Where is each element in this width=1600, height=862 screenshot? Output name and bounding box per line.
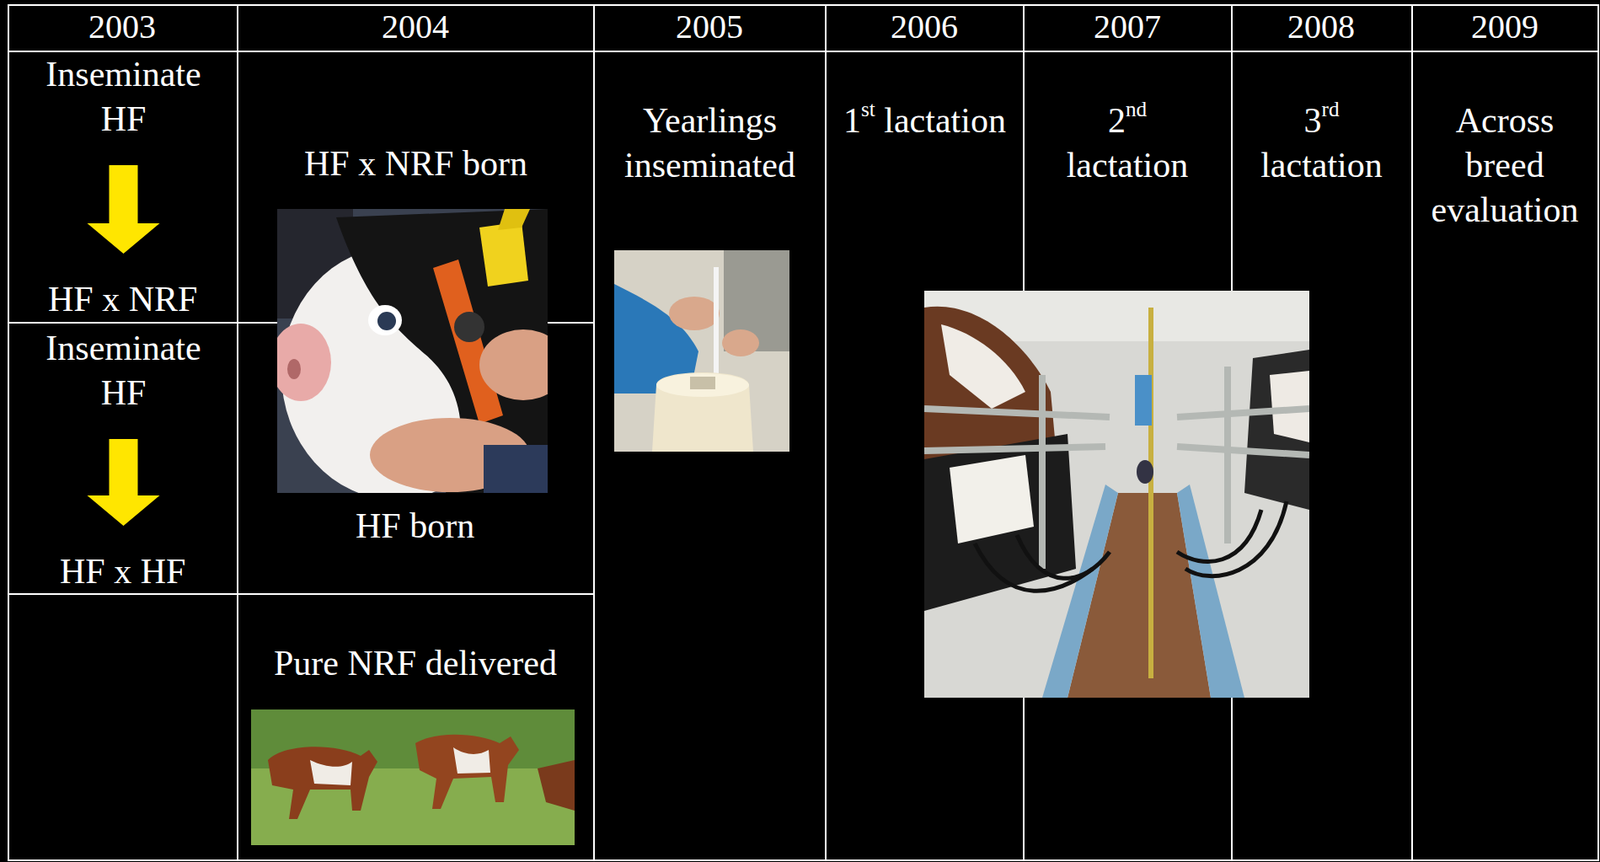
- header-line: [8, 50, 1599, 53]
- evaluation-text: Across breed evaluation: [1415, 98, 1595, 233]
- event-text: Pure NRF delivered: [273, 641, 557, 686]
- event-text: HF x NRF born: [304, 141, 528, 187]
- step-text: Inseminate HF: [28, 52, 219, 142]
- lactation-text: 2nd lactation: [1043, 98, 1212, 188]
- step-text: Inseminate HF: [28, 326, 219, 416]
- block-arrow: [87, 165, 161, 254]
- table-border: [8, 5, 1599, 861]
- node-label: HF born: [355, 503, 475, 549]
- node-label: 2005: [675, 6, 744, 48]
- node-label: HF x NRF born: [304, 141, 528, 187]
- node-label: Inseminate HF: [28, 326, 219, 416]
- year-header: 2004: [381, 6, 450, 48]
- node-label: 2006: [890, 6, 958, 48]
- year-header: 2005: [675, 6, 744, 48]
- node-label: 3rd lactation: [1239, 98, 1404, 188]
- column-line: [1411, 5, 1413, 861]
- node-label: HF x HF: [59, 549, 186, 594]
- year-header: 2008: [1287, 6, 1355, 48]
- cross-text: HF x HF: [59, 549, 186, 594]
- nrf-calves-photo: [251, 709, 575, 846]
- node-label: 1st lactation: [843, 98, 1007, 144]
- year-header: 2006: [890, 6, 958, 48]
- node-label: 2003: [88, 6, 156, 48]
- node-label: Pure NRF delivered: [273, 641, 557, 686]
- node-label: 2nd lactation: [1043, 98, 1212, 188]
- event-text: HF born: [355, 503, 475, 549]
- block-arrow: [87, 438, 161, 526]
- lactation-text: 1st lactation: [843, 98, 1007, 144]
- node-label: 2009: [1471, 6, 1539, 48]
- node-label: HF x NRF: [48, 277, 198, 322]
- node-label: 2004: [381, 6, 450, 48]
- row-line: [8, 593, 594, 595]
- year-header: 2007: [1093, 6, 1162, 48]
- column-line: [824, 5, 827, 861]
- column-line: [236, 5, 239, 861]
- year-header: 2003: [88, 6, 156, 48]
- column-line: [593, 5, 595, 861]
- cross-text: HF x NRF: [48, 277, 198, 322]
- node-label: Across breed evaluation: [1415, 98, 1595, 233]
- node-label: 2007: [1093, 6, 1162, 48]
- event-text: Yearlings inseminated: [606, 98, 814, 188]
- year-header: 2009: [1471, 6, 1539, 48]
- node-label: Yearlings inseminated: [606, 98, 814, 188]
- insemination-photo: [614, 250, 790, 452]
- lactation-text: 3rd lactation: [1239, 98, 1404, 188]
- milking-parlour-photo: [924, 290, 1310, 698]
- calf-tagging-photo: [270, 208, 568, 500]
- node-label: 2008: [1287, 6, 1355, 48]
- node-label: Inseminate HF: [28, 52, 219, 142]
